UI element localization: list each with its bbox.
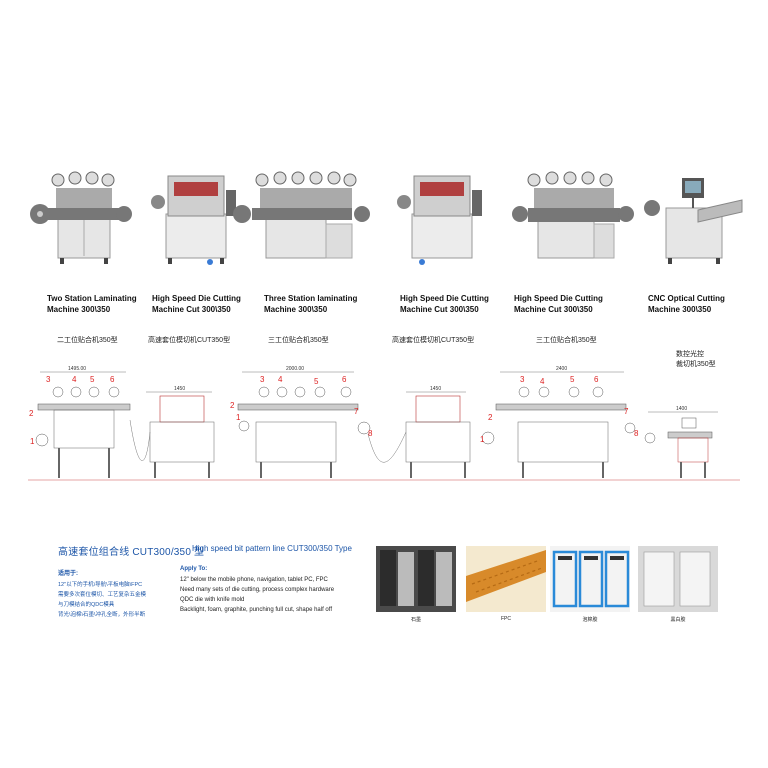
sample-graphite-label: 石墨 <box>410 617 421 623</box>
machine-photo-two-station-laminating <box>30 171 132 264</box>
diagram-machine-three-station: 2000.00 1 2 3 4 5 6 7 8 <box>230 366 373 478</box>
sample-foam-tape-label: 泡棉胶 <box>582 617 598 623</box>
marker-1b: 1 <box>236 413 241 422</box>
marker-6c: 6 <box>594 375 599 384</box>
marker-5b: 5 <box>314 377 319 386</box>
marker-2a: 2 <box>29 409 34 418</box>
marker-3c: 3 <box>520 375 525 384</box>
machine-name-5: High Speed Die Cutting Machine Cut 300\3… <box>514 294 603 314</box>
dim-label-4: 1450 <box>430 386 441 392</box>
dim-label-5: 2400 <box>556 366 567 372</box>
machine-photo-multi-station <box>512 171 634 259</box>
sample-fpc-label: FPC <box>501 616 511 622</box>
dim-label-3: 2000.00 <box>286 366 304 372</box>
dim-label-6: 1400 <box>676 406 687 412</box>
applicable-cn-line-2: 需要多次套位模切、工艺复杂五金模 <box>58 592 147 598</box>
marker-2b: 2 <box>230 401 235 410</box>
marker-6a: 6 <box>110 375 115 384</box>
marker-3a: 3 <box>46 375 51 384</box>
diagram-machine-die-cutter-2: 1450 <box>367 386 471 478</box>
dim-label-2: 1450 <box>174 386 185 392</box>
production-line-diagram: 1495.00 1 2 3 4 5 6 1450 2000.00 <box>28 366 740 481</box>
diagram-machine-two-station: 1495.00 1 2 3 4 5 6 <box>29 366 131 478</box>
apply-to-label: Apply To: <box>180 566 208 572</box>
marker-2c: 2 <box>488 413 493 422</box>
applicable-cn-line-1: 12"以下的手机\导航\平板电脑\FPC <box>58 582 143 588</box>
machine-cn-4: 高速套位模切机CUT350型 <box>392 337 475 344</box>
machine-name-2: High Speed Die Cutting Machine Cut 300\3… <box>152 294 241 314</box>
machine-cn-1: 二工位贴合机350型 <box>57 337 118 344</box>
marker-8b: 8 <box>368 429 373 438</box>
marker-6b: 6 <box>342 375 347 384</box>
machine-cn-5: 三工位贴合机350型 <box>536 337 597 344</box>
sample-graphite-image <box>376 546 456 612</box>
machine-name-3: Three Station laminating Machine 300\350 <box>264 294 358 314</box>
line-title-cn: 高速套位组合线 CUT300/350 型 <box>58 547 205 558</box>
marker-1c: 1 <box>480 435 485 444</box>
line-title-en: High speed bit pattern line CUT300/350 T… <box>192 544 352 553</box>
sample-black-white-tape-image <box>638 546 718 612</box>
sample-black-white-tape-label: 黑白胶 <box>670 617 686 623</box>
marker-4c: 4 <box>540 377 545 386</box>
sample-fpc-image <box>466 546 546 612</box>
applicable-cn-label: 适用于: <box>58 571 78 577</box>
machine-photo-three-station-laminating <box>233 171 370 259</box>
diagram-machine-multi-station: 2400 1 2 3 4 5 6 7 8 <box>480 366 639 478</box>
marker-7b: 7 <box>354 407 359 416</box>
machine-photo-cnc-optical-cutting <box>644 178 743 264</box>
apply-to-en-block: Apply To: 12" below the mobile phone, na… <box>180 566 360 615</box>
marker-5c: 5 <box>570 375 575 384</box>
marker-4a: 4 <box>72 375 77 384</box>
diagram-machine-die-cutter-1: 1450 <box>129 386 215 478</box>
marker-7c: 7 <box>624 407 629 416</box>
machine-photo-die-cutting-1 <box>151 175 236 265</box>
marker-3b: 3 <box>260 375 265 384</box>
machine-photo-die-cutting-2 <box>397 175 482 265</box>
sample-foam-tape-image <box>550 546 630 612</box>
marker-1a: 1 <box>30 437 35 446</box>
apply-to-line-1: 12" below the mobile phone, navigation, … <box>180 577 328 583</box>
applicable-cn-block: 适用于: 12"以下的手机\导航\平板电脑\FPC 需要多次套位模切、工艺复杂五… <box>58 568 178 620</box>
machine-name-4: High Speed Die Cutting Machine Cut 300\3… <box>400 294 489 314</box>
machine-cn-6: 数控光控 裁切机350型 <box>676 351 716 368</box>
marker-5a: 5 <box>90 375 95 384</box>
apply-to-line-2: Need many sets of die cutting, process c… <box>180 587 335 593</box>
apply-to-line-3: QDC die with knife mold <box>180 597 245 603</box>
applicable-cn-line-4: 背光\泡棉\石墨\冲孔全断，外形半断 <box>58 612 146 618</box>
machine-cn-3: 三工位贴合机350型 <box>268 337 329 344</box>
dim-label-1: 1495.00 <box>68 366 86 372</box>
marker-8c: 8 <box>634 429 639 438</box>
applicable-cn-line-3: 与刀模结合的QDC模具 <box>58 602 115 608</box>
machine-name-6: CNC Optical Cutting Machine 300\350 <box>648 294 725 314</box>
diagram-machine-cnc-cutter: 1400 <box>644 406 718 478</box>
machine-cn-2: 高速套位模切机CUT350型 <box>148 337 231 344</box>
marker-4b: 4 <box>278 375 283 384</box>
machine-name-1: Two Station Laminating Machine 300\350 <box>47 294 137 314</box>
apply-to-line-4: Backlight, foam, graphite, punching full… <box>180 607 332 613</box>
